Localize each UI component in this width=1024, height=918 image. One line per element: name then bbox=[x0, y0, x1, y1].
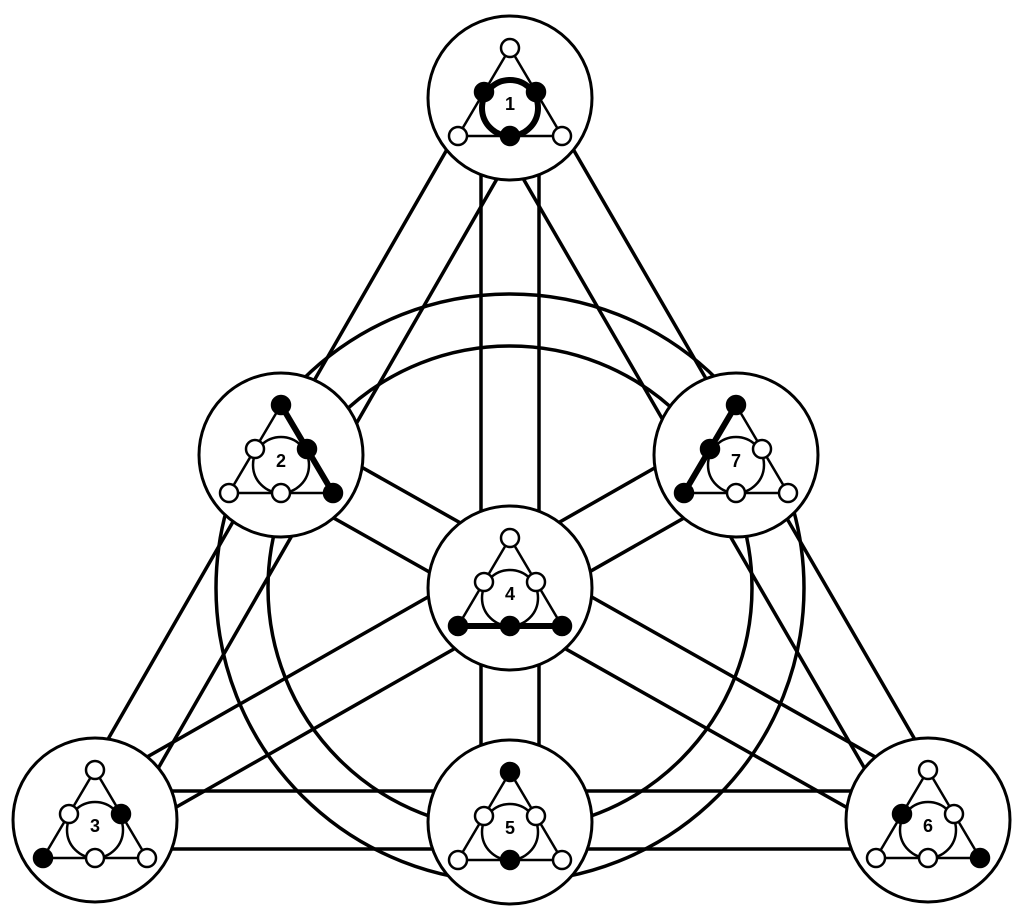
mini-point-bl bbox=[447, 849, 469, 871]
mini-point-br bbox=[322, 482, 344, 504]
mini-point-br bbox=[969, 847, 991, 869]
node-disc bbox=[197, 371, 365, 539]
mini-point-b bbox=[917, 847, 939, 869]
node-2: 2 bbox=[197, 371, 365, 539]
mini-point-br bbox=[777, 482, 799, 504]
mini-point-t bbox=[270, 394, 292, 416]
mini-point-mr bbox=[525, 81, 547, 103]
mini-point-t bbox=[499, 527, 521, 549]
node-label: 3 bbox=[90, 816, 100, 836]
mini-point-ml bbox=[58, 803, 80, 825]
mini-point-ml bbox=[244, 438, 266, 460]
band-median-7-3-line-b bbox=[108, 478, 752, 847]
mini-point-b bbox=[499, 125, 521, 147]
node-1: 1 bbox=[426, 14, 594, 182]
mini-point-b bbox=[270, 482, 292, 504]
diagram-nodes: 1 2 3 4 5 6 7 bbox=[11, 14, 1012, 906]
mini-point-b bbox=[725, 482, 747, 504]
mini-point-t bbox=[917, 759, 939, 781]
mini-point-ml bbox=[473, 805, 495, 827]
mini-point-mr bbox=[751, 438, 773, 460]
mini-point-ml bbox=[891, 803, 913, 825]
node-disc bbox=[844, 736, 1012, 904]
node-7: 7 bbox=[652, 371, 820, 539]
node-label: 5 bbox=[505, 818, 515, 838]
mini-point-b bbox=[84, 847, 106, 869]
band-median-2-6 bbox=[265, 428, 944, 847]
band-median-2-6-line-b bbox=[294, 428, 944, 797]
band-vertical-median bbox=[479, 98, 541, 822]
node-disc bbox=[652, 371, 820, 539]
node-label: 7 bbox=[731, 451, 741, 471]
band-median-7-3-line-a bbox=[79, 428, 723, 797]
node-label: 2 bbox=[276, 451, 286, 471]
node-label: 6 bbox=[923, 816, 933, 836]
mini-point-b bbox=[499, 615, 521, 637]
mini-point-bl bbox=[447, 125, 469, 147]
mini-point-mr bbox=[296, 438, 318, 460]
mini-point-bl bbox=[865, 847, 887, 869]
mini-point-mr bbox=[525, 805, 547, 827]
mini-point-bl bbox=[673, 482, 695, 504]
mini-point-b bbox=[499, 849, 521, 871]
mini-point-bl bbox=[218, 482, 240, 504]
node-label: 1 bbox=[505, 94, 515, 114]
mini-point-t bbox=[84, 759, 106, 781]
node-3: 3 bbox=[11, 736, 179, 904]
mini-point-br bbox=[551, 849, 573, 871]
node-5: 5 bbox=[426, 738, 594, 906]
mini-point-br bbox=[136, 847, 158, 869]
node-disc bbox=[11, 736, 179, 904]
band-median-7-3 bbox=[79, 428, 752, 847]
mini-point-br bbox=[551, 615, 573, 637]
node-label: 4 bbox=[505, 584, 515, 604]
node-disc bbox=[426, 738, 594, 906]
mini-point-bl bbox=[32, 847, 54, 869]
band-median-2-6-line-a bbox=[265, 478, 915, 847]
mini-point-mr bbox=[525, 571, 547, 593]
mini-point-t bbox=[499, 37, 521, 59]
node-6: 6 bbox=[844, 736, 1012, 904]
mini-point-mr bbox=[110, 803, 132, 825]
mini-point-br bbox=[551, 125, 573, 147]
node-4: 4 bbox=[426, 504, 594, 672]
mini-point-t bbox=[499, 761, 521, 783]
mini-point-ml bbox=[473, 81, 495, 103]
node-disc bbox=[426, 14, 594, 182]
mini-point-ml bbox=[699, 438, 721, 460]
mini-point-ml bbox=[473, 571, 495, 593]
mini-point-t bbox=[725, 394, 747, 416]
mini-point-bl bbox=[447, 615, 469, 637]
mini-point-mr bbox=[943, 803, 965, 825]
